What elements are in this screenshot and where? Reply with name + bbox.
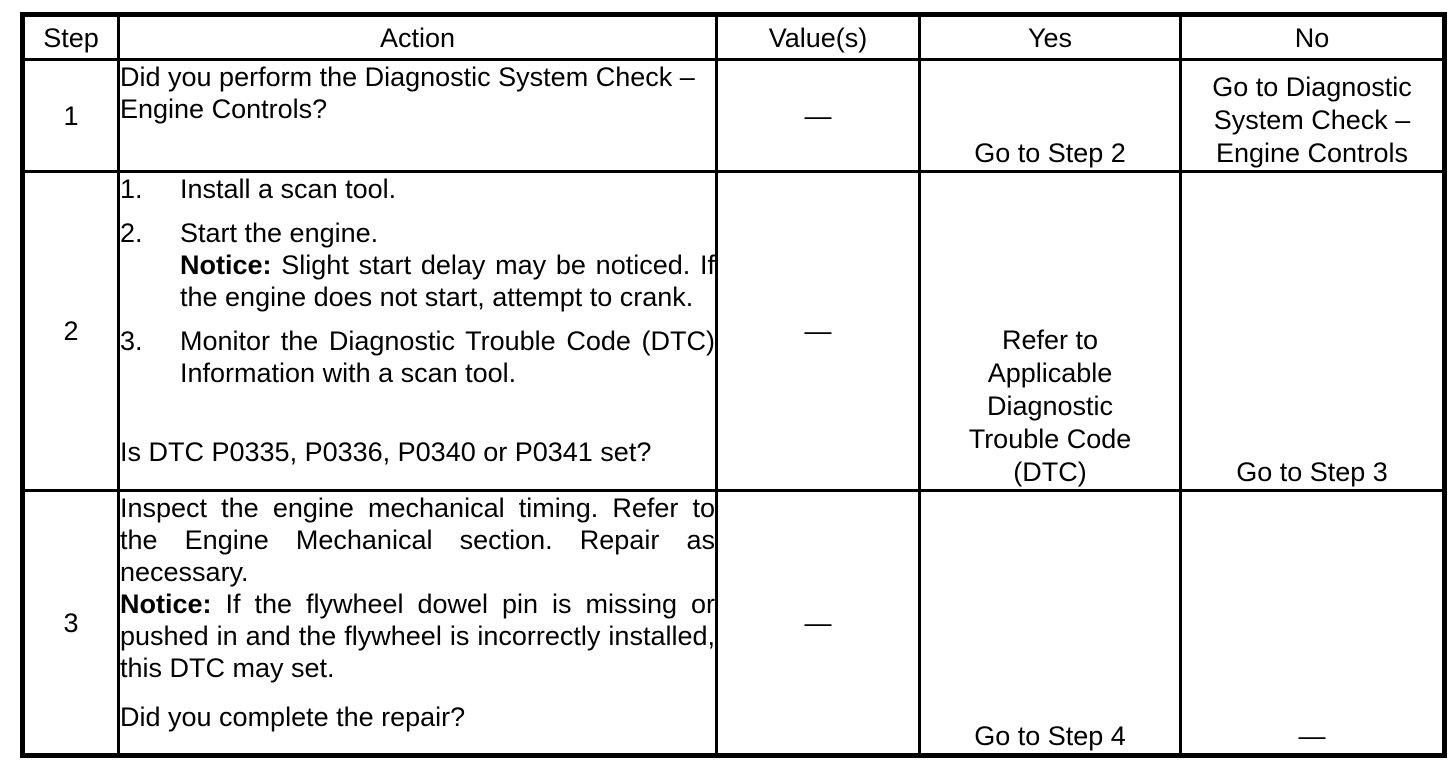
action-cell: Did you perform the Diagnostic System Ch…: [117, 58, 718, 173]
column-header-values: Value(s): [715, 13, 921, 61]
no-cell: —: [1179, 489, 1446, 757]
action-question: Is DTC P0335, P0336, P0340 or P0341 set?: [120, 437, 652, 467]
yes-cell: Go to Step 2: [918, 58, 1182, 173]
list-item-number: 1.: [120, 174, 143, 204]
no-cell: Go to Step 3: [1179, 170, 1446, 492]
notice-label: Notice:: [120, 589, 212, 619]
no-cell: Go to Diagnostic System Check – Engine C…: [1179, 58, 1446, 173]
list-item-text: Install a scan tool.: [180, 174, 397, 204]
list-item-number: 2.: [120, 218, 143, 248]
notice-text: If the flywheel dowel pin is missing or …: [120, 589, 715, 683]
step-number: 1: [21, 58, 120, 173]
yes-cell: Go to Step 4: [918, 489, 1182, 757]
column-header-step: Step: [21, 13, 120, 61]
list-item-number: 3.: [120, 326, 143, 356]
column-header-no: No: [1179, 13, 1446, 61]
value-cell: —: [715, 170, 921, 492]
column-header-yes: Yes: [918, 13, 1182, 61]
step-number: 3: [21, 489, 120, 757]
action-cell: Inspect the engine mechanical timing. Re…: [117, 489, 718, 757]
list-item-text: Monitor the Diagnostic Trouble Code (DTC…: [180, 326, 715, 388]
step-number: 2: [21, 170, 120, 492]
list-item: 1. Install a scan tool.: [120, 173, 715, 205]
column-header-action: Action: [117, 13, 718, 61]
notice-label: Notice:: [180, 250, 272, 280]
notice-text: Slight start delay may be noticed. If th…: [180, 250, 715, 312]
action-paragraph: Inspect the engine mechanical timing. Re…: [120, 493, 715, 587]
action-question: Did you perform the Diagnostic System Ch…: [120, 62, 695, 124]
action-question: Did you complete the repair?: [120, 702, 466, 732]
value-cell: —: [715, 58, 921, 173]
table-row-step-1: 1 Did you perform the Diagnostic System …: [21, 58, 1446, 173]
list-item-text: Start the engine.: [180, 218, 379, 248]
table-row-step-3: 3 Inspect the engine mechanical timing. …: [21, 489, 1446, 757]
list-item: 2. Start the engine. Notice: Slight star…: [120, 217, 715, 313]
list-item: 3. Monitor the Diagnostic Trouble Code (…: [120, 325, 715, 389]
table-row-step-2: 2 1. Install a scan tool. 2. Start t: [21, 170, 1446, 492]
value-cell: —: [715, 489, 921, 757]
notice-paragraph: Notice: If the flywheel dowel pin is mis…: [120, 588, 715, 684]
notice-paragraph: Notice: Slight start delay may be notice…: [180, 249, 715, 313]
header-row: Step Action Value(s) Yes No: [21, 13, 1446, 61]
yes-cell: Refer to Applicable Diagnostic Trouble C…: [918, 170, 1182, 492]
action-cell: 1. Install a scan tool. 2. Start the eng…: [117, 170, 718, 492]
diagnostic-steps-table: Step Action Value(s) Yes No 1 Did you pe…: [20, 12, 1447, 758]
